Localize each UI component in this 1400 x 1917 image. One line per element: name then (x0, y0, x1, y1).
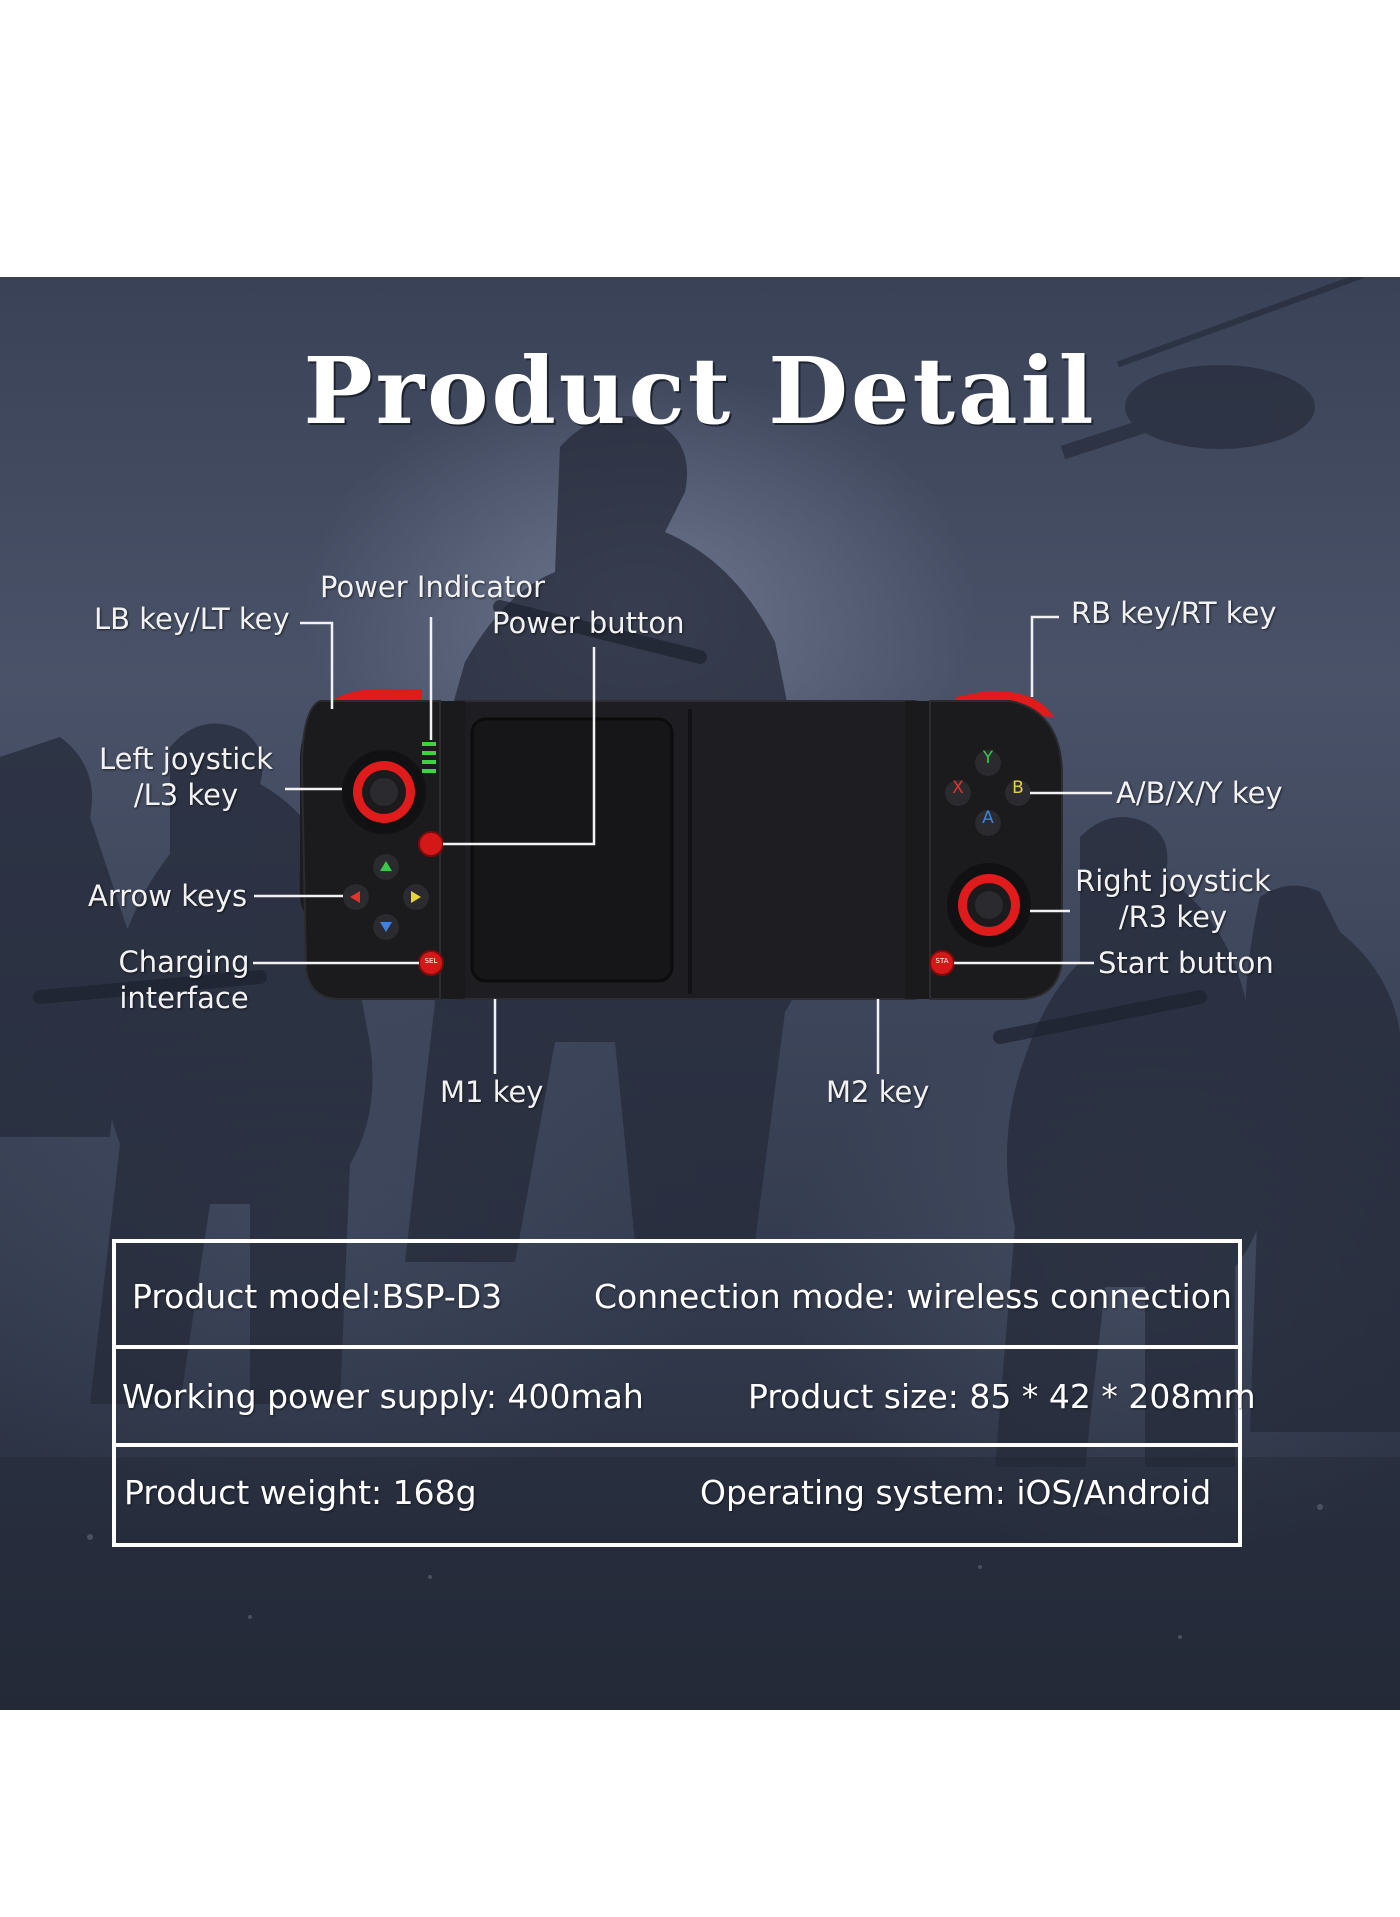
page-title: Product Detail (303, 337, 1097, 445)
haze-sparks (87, 1504, 1323, 1639)
spec-row: Product model:BSP-D3 Connection mode: wi… (116, 1243, 1238, 1349)
callout-abxy-key: A/B/X/Y key (1116, 776, 1283, 810)
spec-weight: Product weight: 168g (124, 1473, 477, 1512)
battlefield-background (0, 277, 1400, 1710)
right-joystick (947, 863, 1031, 947)
face-button-a: A (982, 808, 994, 828)
select-button-label: SEL (424, 957, 438, 965)
callout-right-joystick-line1: Right joystick (1075, 864, 1271, 898)
callout-power-indicator: Power Indicator (320, 570, 546, 604)
game-controller (298, 688, 1063, 1000)
soldier-silhouettes (0, 415, 1400, 1467)
spec-power-supply: Working power supply: 400mah (122, 1377, 644, 1416)
callout-charging-line2: interface (119, 981, 249, 1015)
callout-power-button: Power button (492, 606, 685, 640)
face-button-x: X (952, 778, 964, 798)
callout-m2-key: M2 key (826, 1075, 930, 1109)
face-button-b: B (1012, 778, 1024, 798)
callout-start-button: Start button (1098, 946, 1274, 980)
callout-left-joystick-line1: Left joystick (98, 742, 273, 776)
left-joystick (342, 750, 426, 834)
product-poster: Y X B A SEL STA Product Detail LB key/LT… (0, 277, 1400, 1710)
spec-table: Product model:BSP-D3 Connection mode: wi… (112, 1239, 1256, 1547)
power-button (418, 831, 444, 857)
callout-lines (253, 615, 1112, 1074)
spec-size: Product size: 85 * 42 * 208mm (748, 1377, 1256, 1416)
spec-connection: Connection mode: wireless connection (594, 1277, 1232, 1316)
callout-left-joystick: Left joystick /L3 key (94, 741, 278, 813)
helicopter-silhouette (1060, 277, 1364, 460)
power-indicator-leds (422, 742, 436, 773)
spec-row: Product weight: 168g Operating system: i… (116, 1447, 1238, 1543)
callout-right-joystick: Right joystick /R3 key (1070, 863, 1276, 935)
rifle-silhouettes (33, 600, 1207, 1044)
face-button-y: Y (982, 748, 994, 768)
spec-os: Operating system: iOS/Android (700, 1473, 1212, 1512)
spec-model: Product model:BSP-D3 (132, 1277, 503, 1316)
phone-clamp-pad (470, 717, 674, 983)
callout-right-joystick-line2: /R3 key (1118, 900, 1228, 934)
callout-lb-key: LB key/LT key (94, 602, 290, 636)
abxy-buttons (945, 750, 1031, 836)
arrow-keys (343, 854, 429, 940)
start-button-label: STA (935, 957, 949, 965)
callout-arrow-keys: Arrow keys (88, 879, 248, 913)
callout-left-joystick-line2: /L3 key (133, 778, 239, 812)
spec-row: Working power supply: 400mah Product siz… (116, 1349, 1256, 1447)
callout-m1-key: M1 key (440, 1075, 544, 1109)
callout-charging-line1: Charging (118, 945, 250, 979)
callout-rb-key: RB key/RT key (1071, 596, 1277, 630)
callout-charging-interface: Charging interface (112, 944, 256, 1016)
